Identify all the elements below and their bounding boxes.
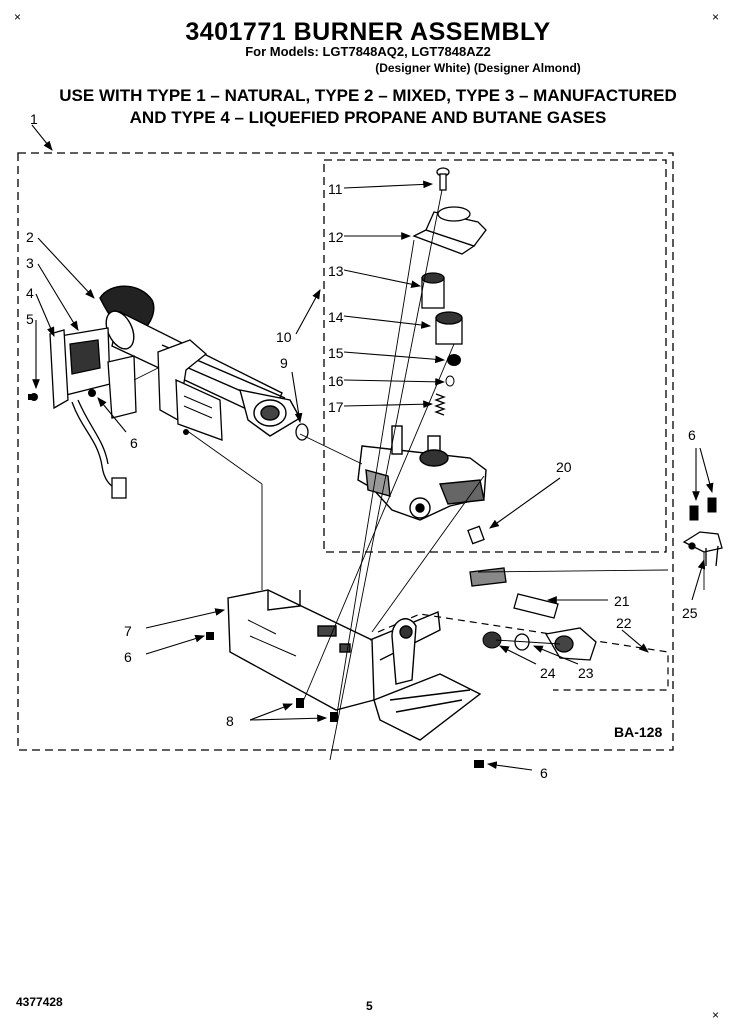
callout-17: 17 <box>328 399 344 415</box>
callout-23: 23 <box>578 665 594 681</box>
coil-part-13 <box>421 272 445 309</box>
callout-12: 12 <box>328 229 344 245</box>
callout-3: 3 <box>26 255 34 271</box>
corner-mark-bottom-right: × <box>712 1008 720 1022</box>
igniter-bracket <box>49 327 137 419</box>
burner-bracket <box>157 339 223 441</box>
callout-14: 14 <box>328 309 344 325</box>
callout-6c: 6 <box>540 765 548 781</box>
callout-9: 9 <box>280 355 288 371</box>
screw-part-6-bottom <box>474 760 484 768</box>
callout-13: 13 <box>328 263 344 279</box>
corner-mark-top-left: × <box>14 10 22 24</box>
page-number: 5 <box>366 999 373 1013</box>
gas-valve-body <box>357 425 487 521</box>
callout-7: 7 <box>124 623 132 639</box>
assembly-boundary <box>17 152 674 751</box>
orifice-nut <box>295 423 309 441</box>
valve-subassembly-boundary <box>323 159 667 553</box>
model-variants: (Designer White) (Designer Almond) <box>375 61 581 75</box>
gas-pipe-part-21 <box>469 567 559 619</box>
burner-tube <box>99 285 301 437</box>
callout-5: 5 <box>26 311 34 327</box>
plunger-part-16 <box>445 375 455 387</box>
callout-8: 8 <box>226 713 234 729</box>
mounting-bracket-part-7 <box>227 589 482 741</box>
model-numbers: For Models: LGT7848AQ2, LGT7848AZ2 <box>245 44 491 59</box>
gas-type-line-1: USE WITH TYPE 1 – NATURAL, TYPE 2 – MIXE… <box>59 86 677 105</box>
page-title: 3401771 BURNER ASSEMBLY <box>185 18 551 46</box>
clip-part-25 <box>682 531 723 567</box>
gas-type-line-2: AND TYPE 4 – LIQUEFIED PROPANE AND BUTAN… <box>129 108 607 127</box>
coil-part-14 <box>435 311 463 345</box>
callout-20: 20 <box>556 459 572 475</box>
callout-16: 16 <box>328 373 344 389</box>
callout-4: 4 <box>26 285 34 301</box>
diagram-code: BA-128 <box>614 724 662 740</box>
connector-lines <box>133 189 705 761</box>
fitting-part-20 <box>467 525 485 545</box>
callout-1: 1 <box>30 111 38 127</box>
callout-numbers: 1 2 3 4 5 6 9 10 11 12 13 14 15 16 17 20… <box>26 111 698 781</box>
igniter-wire <box>71 399 127 499</box>
screw-part-6-bracket <box>206 632 214 640</box>
callout-11: 11 <box>328 181 343 197</box>
callout-21: 21 <box>614 593 630 609</box>
screw-part-11 <box>436 167 450 191</box>
bracket-screw <box>183 429 189 435</box>
callout-15: 15 <box>328 345 344 361</box>
spring-part-17 <box>434 393 446 416</box>
nut-part-15 <box>447 354 461 366</box>
corner-mark-top-right: × <box>712 10 720 24</box>
screw-part-6-left <box>88 389 96 397</box>
callout-6d: 6 <box>688 427 696 443</box>
screw-part-8-left <box>296 698 304 708</box>
callout-2: 2 <box>26 229 34 245</box>
callout-24: 24 <box>540 665 556 681</box>
callout-6a: 6 <box>130 435 138 451</box>
callout-6b: 6 <box>124 649 132 665</box>
callout-25: 25 <box>682 605 698 621</box>
screw-part-5 <box>28 393 38 401</box>
screw-part-8-right <box>330 712 338 722</box>
document-number: 4377428 <box>16 995 63 1009</box>
screws-part-6-right <box>689 497 717 521</box>
coil-bracket-part-12 <box>412 206 487 255</box>
callout-22: 22 <box>616 615 632 631</box>
callout-10: 10 <box>276 329 292 345</box>
